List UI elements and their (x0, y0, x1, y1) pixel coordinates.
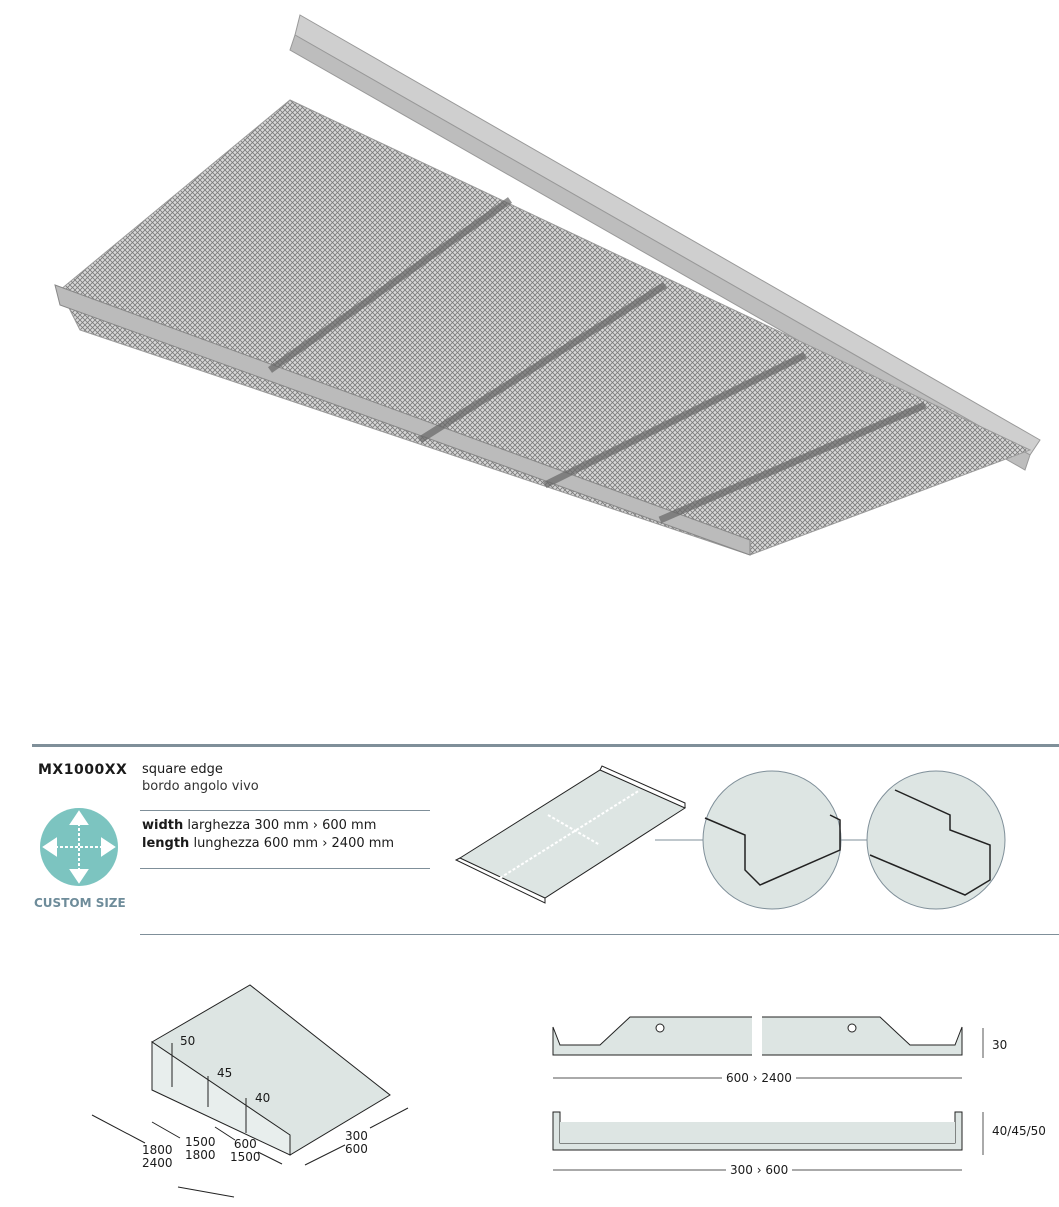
length-label: length (142, 836, 190, 851)
width-label-it: larghezza (187, 818, 251, 833)
four-way-arrows-icon (40, 808, 118, 886)
length-spec: length lunghezza 600 mm › 2400 mm (142, 836, 394, 851)
width-range-label: 300 › 600 (726, 1163, 793, 1177)
length-range: 600 mm › 2400 mm (263, 836, 395, 851)
width-spec: width larghezza 300 mm › 600 mm (142, 818, 376, 833)
length-range-label: 600 › 2400 (722, 1071, 796, 1085)
depth-label: 40/45/50 (992, 1124, 1046, 1138)
divider (140, 868, 430, 869)
panel-drawing (454, 765, 868, 904)
edge-type-it: bordo angolo vivo (142, 779, 259, 794)
divider (140, 934, 1059, 935)
divider (140, 810, 430, 811)
width-label: width (142, 818, 184, 833)
product-code: MX1000XX (38, 762, 128, 778)
width-section-drawing (552, 1111, 984, 1171)
height-label-50: 50 (180, 1034, 196, 1048)
ceiling-render (54, 14, 1041, 556)
height-label-40: 40 (255, 1091, 271, 1105)
height-label-45: 45 (217, 1066, 233, 1080)
edge-type-en: square edge (142, 762, 223, 777)
edge-detail-2 (866, 770, 1006, 910)
section-divider (32, 744, 1059, 747)
iso-tray-drawing (91, 984, 409, 1198)
height-label: 30 (992, 1038, 1008, 1052)
custom-size-label: CUSTOM SIZE (34, 896, 126, 910)
edge-detail-1 (702, 770, 842, 910)
width-range: 300 mm › 600 mm (254, 818, 377, 833)
length-label-it: lunghezza (193, 836, 260, 851)
length-section-drawing (552, 1005, 984, 1079)
